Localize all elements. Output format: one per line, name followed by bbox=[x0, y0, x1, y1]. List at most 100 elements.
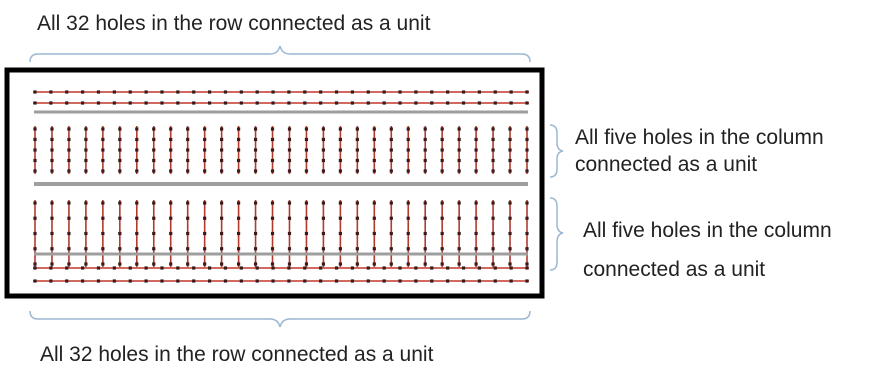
column-hole bbox=[355, 137, 359, 142]
column-hole bbox=[186, 262, 190, 266]
column-hole bbox=[389, 262, 393, 266]
upper-column-caption-line1: All five holes in the column bbox=[575, 126, 824, 149]
column-hole bbox=[355, 231, 359, 236]
rail-hole bbox=[382, 266, 386, 270]
column-hole bbox=[203, 127, 207, 131]
column-hole bbox=[457, 158, 461, 163]
column-hole bbox=[169, 216, 173, 220]
column-hole bbox=[186, 216, 190, 220]
column-hole bbox=[355, 169, 359, 173]
column-hole bbox=[355, 216, 359, 220]
column-hole bbox=[525, 247, 529, 251]
column-hole bbox=[338, 247, 342, 251]
column-hole bbox=[372, 158, 376, 163]
column-hole bbox=[50, 231, 54, 236]
column-hole bbox=[457, 127, 461, 131]
column-hole bbox=[33, 216, 37, 220]
column-hole bbox=[525, 262, 529, 266]
column-hole bbox=[423, 216, 427, 220]
rail-hole bbox=[461, 90, 466, 94]
rail-hole bbox=[223, 279, 228, 283]
column-hole bbox=[186, 231, 190, 236]
column-hole bbox=[220, 201, 224, 205]
column-hole bbox=[372, 169, 376, 173]
rail-hole bbox=[223, 101, 228, 105]
column-hole bbox=[84, 127, 88, 131]
column-hole bbox=[152, 216, 156, 220]
column-hole bbox=[135, 262, 139, 266]
rail-hole bbox=[96, 266, 101, 270]
column-hole bbox=[203, 169, 207, 173]
column-hole bbox=[253, 137, 258, 142]
column-hole bbox=[118, 231, 122, 236]
rail-hole bbox=[33, 266, 37, 270]
column-hole bbox=[152, 137, 156, 142]
rail-hole bbox=[414, 279, 418, 283]
column-hole bbox=[491, 201, 495, 205]
rail-hole bbox=[319, 266, 323, 270]
column-hole bbox=[406, 201, 410, 205]
column-hole bbox=[423, 148, 427, 152]
rail-hole bbox=[414, 90, 418, 94]
column-hole bbox=[33, 262, 37, 266]
rail-hole bbox=[477, 101, 481, 105]
column-hole bbox=[101, 158, 105, 163]
column-hole bbox=[525, 231, 529, 236]
column-hole bbox=[236, 216, 241, 220]
column-hole bbox=[423, 137, 427, 142]
column-hole bbox=[33, 201, 37, 205]
rail-hole bbox=[366, 266, 370, 270]
column-hole bbox=[525, 137, 529, 142]
column-hole bbox=[321, 169, 326, 173]
column-hole bbox=[338, 169, 342, 173]
column-hole bbox=[457, 216, 461, 220]
rail-hole bbox=[112, 279, 116, 283]
rail-hole bbox=[430, 266, 434, 270]
rail-hole bbox=[334, 279, 339, 283]
column-hole bbox=[67, 169, 71, 173]
column-hole bbox=[220, 148, 224, 152]
column-hole bbox=[491, 231, 495, 236]
column-hole bbox=[270, 127, 275, 131]
column-hole bbox=[33, 148, 37, 152]
rail-hole bbox=[303, 101, 307, 105]
column-hole bbox=[338, 158, 342, 163]
column-hole bbox=[406, 169, 410, 173]
column-hole bbox=[169, 247, 173, 251]
column-hole bbox=[236, 137, 241, 142]
rail-hole bbox=[525, 279, 529, 283]
rail-hole bbox=[382, 101, 386, 105]
column-hole bbox=[101, 127, 105, 131]
column-hole bbox=[118, 137, 122, 142]
column-hole bbox=[457, 201, 461, 205]
column-hole bbox=[253, 201, 258, 205]
rail-hole bbox=[239, 90, 243, 94]
rail-hole bbox=[112, 90, 116, 94]
column-hole bbox=[338, 127, 342, 131]
column-hole bbox=[118, 169, 122, 173]
column-hole bbox=[67, 137, 71, 142]
rail-hole bbox=[81, 101, 85, 105]
rail-hole bbox=[382, 279, 386, 283]
column-hole bbox=[118, 158, 122, 163]
column-hole bbox=[186, 137, 190, 142]
column-hole bbox=[169, 262, 173, 266]
rail-hole bbox=[477, 279, 481, 283]
column-hole bbox=[372, 216, 376, 220]
column-hole bbox=[118, 127, 122, 131]
rail-hole bbox=[303, 90, 307, 94]
bottom-power-rails bbox=[33, 266, 529, 283]
rail-hole bbox=[398, 279, 402, 283]
column-hole bbox=[270, 137, 275, 142]
column-hole bbox=[474, 201, 478, 205]
rail-hole bbox=[81, 279, 85, 283]
column-hole bbox=[84, 158, 88, 163]
column-hole bbox=[203, 137, 207, 142]
column-hole bbox=[372, 247, 376, 251]
column-hole bbox=[423, 158, 427, 163]
column-hole bbox=[152, 148, 156, 152]
column-hole bbox=[220, 137, 224, 142]
rail-hole bbox=[96, 279, 101, 283]
column-hole bbox=[491, 169, 495, 173]
column-hole bbox=[287, 231, 292, 236]
